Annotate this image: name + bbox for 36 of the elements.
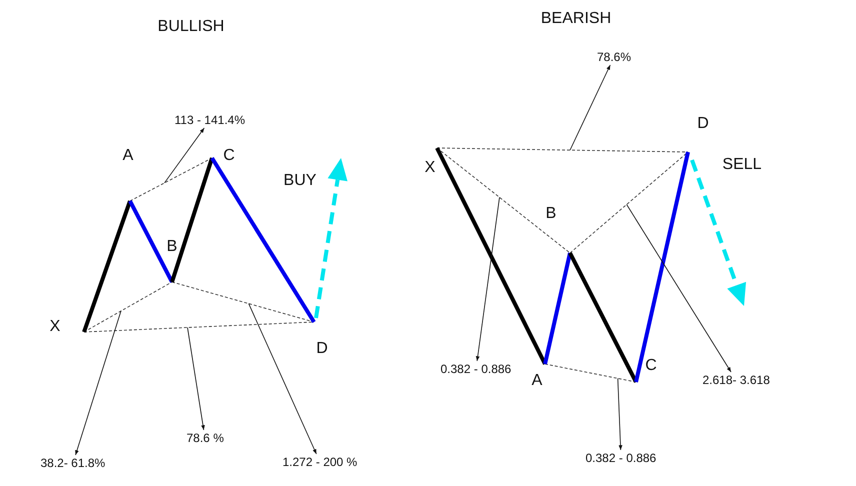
retracement-line [172,282,314,322]
pattern-title: BEARISH [540,10,612,28]
ratio-label: 113 - 141.4% [172,112,247,128]
ratio-label: 0.382 - 0.886 [438,361,514,377]
point-label: C [223,147,235,165]
point-label: X [424,159,436,177]
point-label: B [166,238,178,256]
retracement-line [544,364,636,382]
point-label: X [50,318,60,336]
ratio-label: 78.6 % [184,430,226,446]
ratio-label: 2.618- 3.618 [700,372,772,388]
ratio-label: 38.2- 61.8% [38,455,108,471]
leader-line [476,196,500,362]
retracement-line [570,152,688,254]
leader-line [626,204,732,372]
signal-label: BUY [284,172,316,190]
point-label: D [316,340,328,358]
ratio-label: 1.272 - 200 % [280,454,360,470]
leader-line [248,303,317,454]
leader-line [75,310,122,456]
leader-line [570,64,611,151]
point-label: C [645,357,657,375]
pattern-title: BULLISH [158,18,224,36]
retracement-line [436,148,688,152]
ratio-label: 78.6% [595,49,634,65]
leader-line [617,378,622,450]
point-label: A [122,147,134,165]
point-label: B [546,205,556,223]
signal-label: SELL [722,156,762,174]
leader-line [164,128,205,184]
ratio-label: 0.382 - 0.886 [584,450,658,466]
point-label: A [532,372,542,390]
retracement-line [436,148,570,254]
point-label: D [697,115,709,133]
leader-line [187,327,205,430]
retracement-line [84,322,314,332]
